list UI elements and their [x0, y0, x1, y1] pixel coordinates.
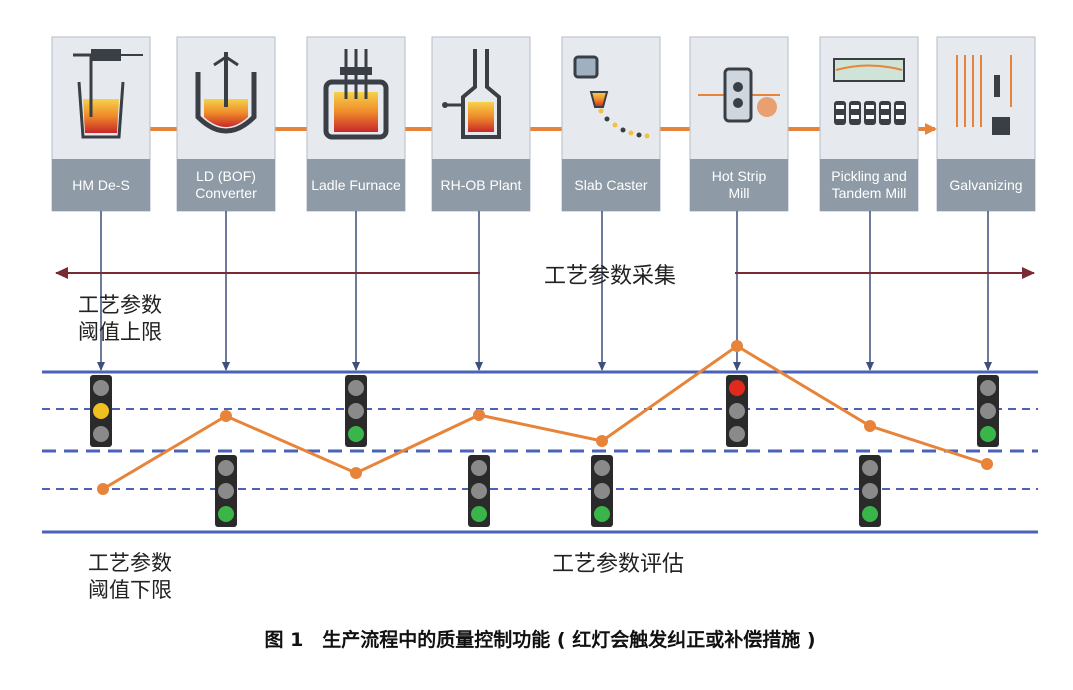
slab-caster-icon [573, 55, 650, 139]
upper-threshold-label-line1: 工艺参数 [78, 293, 162, 317]
red-lamp-on [729, 380, 745, 396]
station-label: Slab Caster [574, 177, 647, 193]
ladle-furnace-icon [323, 49, 389, 140]
parameter-point [473, 409, 485, 421]
traffic-light-green [977, 375, 999, 447]
green-lamp-on [594, 506, 610, 522]
traffic-light-green [468, 455, 490, 527]
parameter-point [350, 467, 362, 479]
parameter-point [981, 458, 993, 470]
green-lamp-on [348, 426, 364, 442]
parameter-point [596, 435, 608, 447]
lower-threshold-label-line2: 阈值下限 [88, 578, 172, 602]
collection-label: 工艺参数采集 [544, 264, 676, 289]
station-label: Galvanizing [949, 177, 1022, 193]
station-label: LD (BOF)Converter [195, 168, 257, 201]
upper-threshold-label-line2: 阈值上限 [78, 320, 162, 344]
station-panel: Slab Caster [561, 36, 661, 212]
station-panel: Ladle Furnace [306, 36, 406, 212]
desulfurization-ladle-icon [73, 49, 143, 139]
evaluation-label: 工艺参数评估 [552, 552, 684, 577]
red-lamp-off [980, 380, 996, 396]
yellow-lamp-off [218, 483, 234, 499]
traffic-light-red [726, 375, 748, 447]
red-lamp-off [93, 380, 109, 396]
parameter-trend-line [102, 344, 988, 491]
yellow-lamp-off [594, 483, 610, 499]
galvanizing-line-icon [956, 55, 1012, 135]
red-lamp-off [594, 460, 610, 476]
green-lamp-on [980, 426, 996, 442]
yellow-lamp-off [471, 483, 487, 499]
parameter-point [220, 410, 232, 422]
bof-converter-icon [195, 52, 257, 134]
station-panel: LD (BOF)Converter [176, 36, 276, 212]
lower-threshold-label-line1: 工艺参数 [88, 551, 172, 575]
traffic-light-yellow [90, 375, 112, 447]
station-panel: Galvanizing [936, 36, 1036, 212]
red-lamp-off [471, 460, 487, 476]
figure-caption: 图 1 生产流程中的质量控制功能 ( 红灯会触发纠正或补偿措施 ) [264, 628, 815, 651]
green-lamp-off [729, 426, 745, 442]
station-label: Ladle Furnace [311, 177, 401, 193]
rh-degasser-icon [442, 49, 501, 139]
yellow-lamp-off [980, 403, 996, 419]
traffic-light-green [591, 455, 613, 527]
yellow-lamp-off [862, 483, 878, 499]
green-lamp-on [471, 506, 487, 522]
pickling-tandem-mill-icon [833, 58, 906, 125]
hot-strip-mill-icon [698, 67, 780, 123]
parameter-point [97, 483, 109, 495]
station-panel: HM De-S [51, 36, 151, 212]
traffic-light-green [215, 455, 237, 527]
station-label: RH-OB Plant [441, 177, 522, 193]
traffic-light-green [345, 375, 367, 447]
green-lamp-on [862, 506, 878, 522]
traffic-light-green [859, 455, 881, 527]
red-lamp-off [218, 460, 234, 476]
green-lamp-on [218, 506, 234, 522]
station-label: HM De-S [72, 177, 130, 193]
parameter-point [731, 340, 743, 352]
station-panel: RH-OB Plant [431, 36, 531, 212]
parameter-point [864, 420, 876, 432]
red-lamp-off [348, 380, 364, 396]
green-lamp-off [93, 426, 109, 442]
red-lamp-off [862, 460, 878, 476]
yellow-lamp-on [93, 403, 109, 419]
yellow-lamp-off [729, 403, 745, 419]
yellow-lamp-off [348, 403, 364, 419]
